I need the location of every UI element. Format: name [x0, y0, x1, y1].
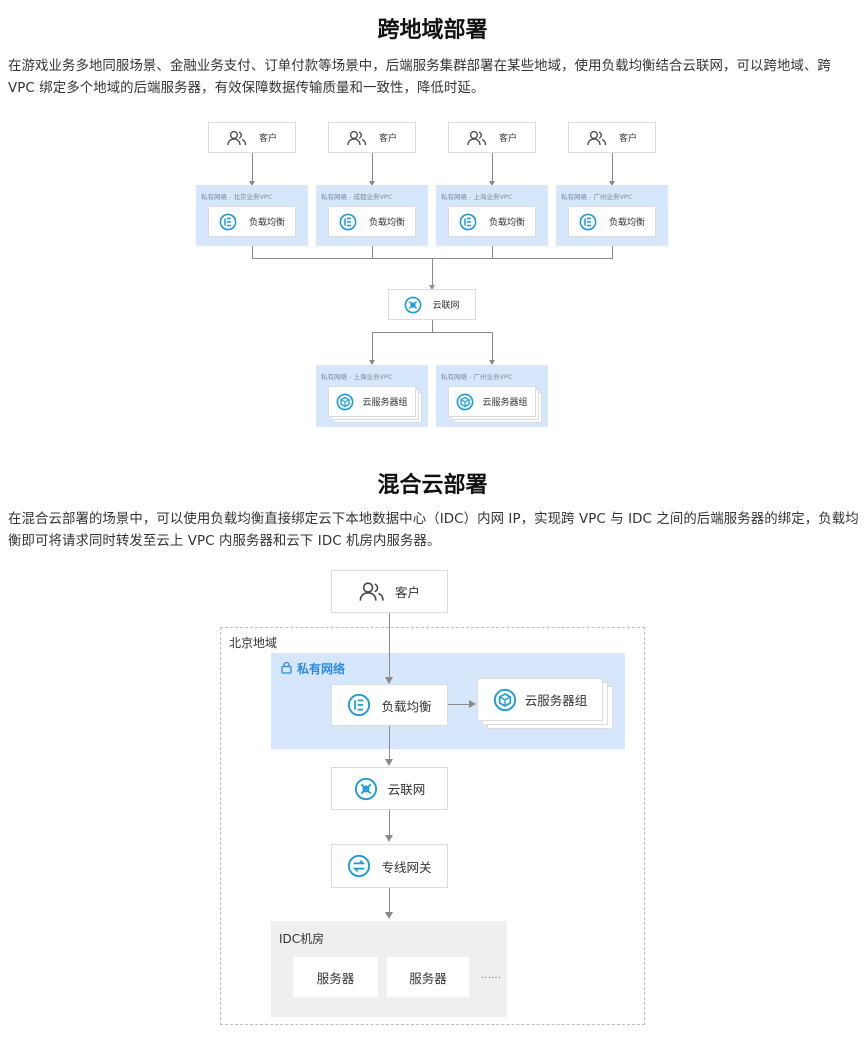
client-label: 客户: [394, 585, 420, 600]
arrow-head: [369, 181, 375, 186]
connector-line: [372, 332, 373, 363]
cvm-group-icon: [456, 393, 474, 411]
vpc-label: 私有网络 - 上海业务VPC: [441, 193, 513, 201]
arrow-head: [429, 285, 435, 290]
arrow-head: [385, 835, 393, 842]
cvm-group-label: 云服务器组: [362, 398, 408, 408]
user-icon: [467, 130, 487, 146]
gateway-box: 专线网关: [331, 844, 448, 888]
connector-line: [432, 258, 433, 288]
region-boundary: [220, 627, 645, 1025]
load-balancer-label: 负载均衡: [488, 218, 525, 228]
client-box-3: 客户: [448, 122, 536, 153]
arrow-head: [469, 700, 476, 708]
connector-line: [389, 888, 390, 915]
load-balancer-box-2: 负载均衡: [328, 206, 416, 237]
user-icon: [347, 130, 367, 146]
vpc-label: 私有网络 - 北京业务VPC: [201, 193, 273, 201]
cvm-group-box-1: 云服务器组: [328, 386, 416, 417]
connector-line: [432, 320, 433, 332]
cvm-group-icon: [493, 688, 517, 712]
section1-paragraph: 在游戏业务多地同服场景、金融业务支付、订单付款等场景中，后端服务集群部署在某些地…: [8, 59, 831, 96]
load-balancer-label: 负载均衡: [248, 218, 285, 228]
connector-line: [252, 153, 253, 184]
connector-line: [389, 726, 390, 762]
section1-title: 跨地域部署: [377, 18, 488, 43]
connector-line: [448, 704, 470, 705]
client-label: 客户: [618, 134, 637, 144]
connector-line: [372, 246, 373, 258]
arrow-head: [385, 677, 393, 684]
region-label: 北京地域: [229, 636, 278, 650]
connector-line: [389, 613, 390, 680]
connector-line: [252, 246, 253, 258]
load-balancer-icon: [219, 213, 237, 231]
load-balancer-label: 负载均衡: [608, 218, 645, 228]
section2-title: 混合云部署: [377, 473, 488, 498]
arrow-head: [489, 181, 495, 186]
vpc-title: 私有网络: [297, 662, 346, 676]
user-icon: [359, 581, 385, 602]
connector-line: [372, 153, 373, 184]
arrow-head: [489, 360, 495, 365]
client-box-1: 客户: [208, 122, 296, 153]
connector-line: [612, 153, 613, 184]
server-label: 服务器: [316, 970, 355, 986]
client-box-4: 客户: [568, 122, 656, 153]
section2-paragraph: 在混合云部署的场景中，可以使用负载均衡直接绑定云下本地数据中心（IDC）内网 I…: [8, 512, 859, 549]
client-label: 客户: [258, 134, 277, 144]
gateway-label: 专线网关: [381, 859, 432, 875]
connector-line: [492, 332, 493, 363]
ccn-box: 云联网: [331, 767, 448, 810]
cvm-group-label: 云服务器组: [482, 398, 528, 408]
lock-icon: [280, 661, 293, 674]
ccn-box: 云联网: [388, 289, 476, 320]
server-box-1: 服务器: [293, 957, 378, 997]
connector-line: [492, 246, 493, 258]
connector-line: [612, 246, 613, 258]
ccn-icon: [404, 296, 422, 314]
load-balancer-label: 负载均衡: [381, 698, 432, 714]
arrow-head: [385, 912, 393, 919]
ellipsis: ……: [481, 970, 501, 981]
client-label: 客户: [498, 134, 517, 144]
client-box: 客户: [331, 570, 448, 613]
ccn-label: 云联网: [432, 301, 460, 311]
cvm-group-box: 云服务器组: [477, 678, 603, 721]
load-balancer-box: 负载均衡: [331, 684, 448, 726]
load-balancer-icon: [339, 213, 357, 231]
connector-line: [492, 153, 493, 184]
load-balancer-box-4: 负载均衡: [568, 206, 656, 237]
server-box-2: 服务器: [387, 957, 469, 997]
gateway-icon: [347, 854, 371, 878]
ccn-label: 云联网: [387, 782, 426, 797]
arrow-head: [385, 759, 393, 766]
server-label: 服务器: [409, 970, 447, 986]
user-icon: [227, 130, 247, 146]
connector-line: [372, 332, 493, 333]
ccn-icon: [354, 777, 378, 801]
vpc-label: 私有网络 - 上海业务VPC: [321, 373, 393, 381]
load-balancer-icon: [579, 213, 597, 231]
client-box-2: 客户: [328, 122, 416, 153]
load-balancer-box-1: 负载均衡: [208, 206, 296, 237]
load-balancer-box-3: 负载均衡: [448, 206, 536, 237]
user-icon: [587, 130, 607, 146]
cvm-group-icon: [336, 393, 354, 411]
vpc-label: 私有网络 - 成都业务VPC: [321, 193, 393, 201]
load-balancer-label: 负载均衡: [368, 218, 405, 228]
load-balancer-icon: [459, 213, 477, 231]
arrow-head: [609, 181, 615, 186]
vpc-label: 私有网络 - 广州业务VPC: [561, 193, 633, 201]
idc-label: IDC机房: [279, 932, 325, 946]
cvm-group-box-2: 云服务器组: [448, 386, 536, 417]
arrow-head: [249, 181, 255, 186]
arrow-head: [369, 360, 375, 365]
connector-line: [389, 810, 390, 838]
client-label: 客户: [378, 134, 397, 144]
cvm-group-label: 云服务器组: [524, 693, 588, 708]
vpc-label: 私有网络 - 广州业务VPC: [441, 373, 513, 381]
load-balancer-icon: [347, 693, 371, 717]
